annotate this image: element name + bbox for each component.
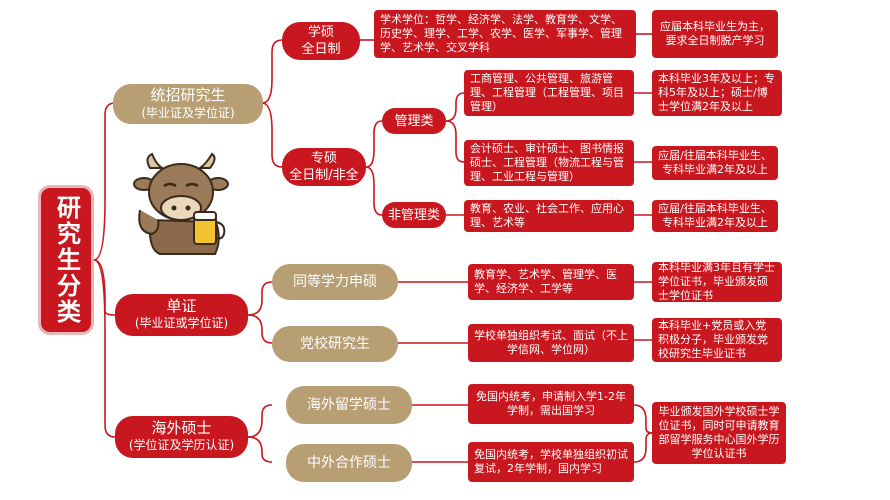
management-majors-box-1: 工商管理、公共管理、旅游管理、工程管理（工程管理、项目管理）	[464, 70, 634, 116]
management-majors-text-1: 工商管理、公共管理、旅游管理、工程管理（工程管理、项目管理）	[470, 72, 624, 113]
type-management: 管理类	[382, 108, 446, 134]
line-overseas-study	[247, 404, 273, 438]
non-management-majors-box: 教育、农业、社会工作、应用心理、艺术等	[464, 200, 634, 232]
type-academic: 学硕 全日制	[282, 22, 360, 60]
type-non-management: 非管理类	[382, 202, 446, 228]
line-root-overseas	[93, 259, 116, 438]
category-single: 单证 (毕业证或学位证)	[115, 294, 248, 336]
equivalent-majors-text: 教育学、艺术学、管理学、医学、经济学、工学等	[474, 268, 617, 295]
management-requirement-text-1: 本科毕业3年及以上；专科5年及以上；硕士/博士学位满2年及以上	[658, 72, 775, 113]
line-mgmt-box1	[445, 92, 465, 122]
type-non-management-title: 非管理类	[387, 207, 440, 223]
line-single-equiv	[247, 281, 273, 316]
category-unified: 统招研究生 (毕业证及学位证)	[113, 84, 263, 124]
overseas-study-box: 免国内统考，申请制入学1-2年学制，需出国学习	[468, 384, 634, 424]
line-sino-req	[633, 432, 653, 463]
cow-holding-beer-icon	[130, 150, 235, 255]
type-professional-title: 专硕	[310, 151, 337, 166]
management-requirement-text-2: 应届/往届本科毕业生、专科毕业满2年及以上	[658, 149, 772, 176]
line-prof-nonmgmt	[365, 166, 383, 216]
category-single-subtitle: (毕业证或学位证)	[134, 316, 229, 330]
category-overseas-title: 海外硕士	[151, 419, 212, 437]
root-node: 研究生分类	[38, 185, 94, 335]
management-majors-text-2: 会计硕士、审计硕士、图书情报硕士、工程管理（物流工程与管理、工业工程与管理）	[470, 142, 624, 183]
line-prof-mgmt	[365, 120, 383, 168]
type-party-school: 党校研究生	[272, 326, 398, 362]
type-professional-subtitle: 全日制/非全	[289, 168, 359, 183]
overseas-requirement-text: 毕业颁发国外学校硕士学位证书，同时可申请教育部留学服务中心国外学历学位认证书	[658, 405, 780, 460]
type-academic-subtitle: 全日制	[301, 42, 341, 57]
type-professional: 专硕 全日制/非全	[282, 148, 366, 186]
line-single-party	[247, 314, 273, 344]
category-overseas-subtitle: (学位证及学历认证)	[128, 438, 235, 452]
management-requirement-box-2: 应届/往届本科毕业生、专科毕业满2年及以上	[652, 146, 778, 180]
equivalent-majors-box: 教育学、艺术学、管理学、医学、经济学、工学等	[468, 264, 634, 300]
overseas-study-text: 免国内统考，申请制入学1-2年学制，需出国学习	[476, 390, 626, 417]
sino-foreign-text: 免国内统考，学校单独组织初试复试，2年学制，国内学习	[474, 448, 628, 475]
non-management-majors-text: 教育、农业、社会工作、应用心理、艺术等	[470, 202, 624, 229]
sino-foreign-box: 免国内统考，学校单独组织初试复试，2年学制，国内学习	[468, 442, 634, 482]
non-management-requirement-text: 应届/往届本科毕业生、专科毕业满2年及以上	[658, 202, 772, 229]
management-majors-box-2: 会计硕士、审计硕士、图书情报硕士、工程管理（物流工程与管理、工业工程与管理）	[464, 140, 634, 186]
type-sino-foreign-title: 中外合作硕士	[307, 455, 391, 471]
type-management-title: 管理类	[394, 113, 434, 129]
overseas-requirement-box: 毕业颁发国外学校硕士学位证书，同时可申请教育部留学服务中心国外学历学位认证书	[652, 402, 786, 464]
type-sino-foreign: 中外合作硕士	[286, 444, 412, 482]
equivalent-requirement-text: 本科毕业满3年且有学士学位证书，毕业颁发硕士学位证书	[658, 261, 775, 302]
type-academic-title: 学硕	[307, 25, 334, 40]
non-management-requirement-box: 应届/往届本科毕业生、专科毕业满2年及以上	[652, 200, 778, 232]
party-school-exam-box: 学校单独组织考试、面试（不上学信网、学位网）	[468, 324, 634, 362]
line-overseas-sino	[247, 436, 273, 463]
academic-requirement-text: 应届本科毕业生为主，要求全日制脱产学习	[660, 20, 770, 47]
line-root-unified	[93, 102, 116, 261]
type-equivalent-title: 同等学力申硕	[293, 274, 377, 290]
type-equivalent: 同等学力申硕	[272, 264, 398, 300]
line-unified-professional	[261, 102, 283, 168]
academic-requirement-box: 应届本科毕业生为主，要求全日制脱产学习	[652, 10, 778, 58]
party-school-exam-text: 学校单独组织考试、面试（不上学信网、学位网）	[474, 329, 628, 356]
category-single-title: 单证	[166, 297, 197, 315]
type-party-school-title: 党校研究生	[300, 336, 370, 352]
line-study-req	[633, 404, 653, 434]
type-overseas-study-title: 海外留学硕士	[307, 397, 391, 413]
category-overseas: 海外硕士 (学位证及学历认证)	[115, 416, 248, 458]
type-overseas-study: 海外留学硕士	[286, 386, 412, 424]
line-mgmt-box2	[445, 120, 465, 163]
management-requirement-box-1: 本科毕业3年及以上；专科5年及以上；硕士/博士学位满2年及以上	[652, 70, 782, 116]
party-school-requirement-text: 本科毕业+党员或入党积极分子，毕业颁发党校研究生毕业证书	[658, 319, 768, 360]
party-school-requirement-box: 本科毕业+党员或入党积极分子，毕业颁发党校研究生毕业证书	[652, 318, 782, 362]
root-label: 研究生分类	[52, 195, 81, 325]
line-unified-academic	[261, 39, 283, 104]
category-unified-subtitle: (毕业证及学位证)	[141, 106, 235, 120]
academic-majors-text: 学术学位：哲学、经济学、法学、教育学、文学、历史学、理学、工学、农学、医学、军事…	[380, 13, 622, 54]
academic-majors-box: 学术学位：哲学、经济学、法学、教育学、文学、历史学、理学、工学、农学、医学、军事…	[374, 10, 636, 58]
equivalent-requirement-box: 本科毕业满3年且有学士学位证书，毕业颁发硕士学位证书	[652, 261, 782, 302]
category-unified-title: 统招研究生	[150, 86, 226, 104]
